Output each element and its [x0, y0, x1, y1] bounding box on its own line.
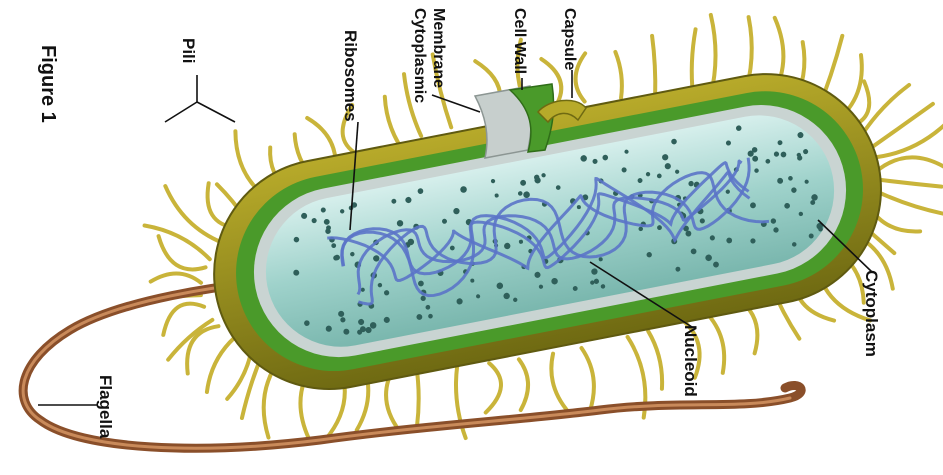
pilus [877, 191, 943, 215]
svg-text:Capsule: Capsule [561, 8, 578, 70]
pilus [879, 180, 941, 187]
pili-leader [165, 75, 235, 122]
pilus [519, 359, 528, 410]
figure-title: Figure 1 [37, 45, 59, 123]
svg-text:Flagella: Flagella [96, 375, 115, 439]
pilus [207, 338, 234, 392]
pilus [417, 368, 419, 426]
pilus [385, 97, 399, 144]
pilus [879, 157, 943, 169]
label-nucleoid: Nucleoid [681, 325, 700, 397]
svg-text:Cell Wall: Cell Wall [511, 8, 528, 74]
membrane-leader [432, 95, 480, 112]
svg-text:Cytoplasmic: Cytoplasmic [411, 8, 428, 103]
svg-text:Cytoplasm: Cytoplasm [862, 270, 881, 357]
pilus [652, 36, 655, 96]
pilus [486, 363, 501, 412]
label-flagella: Flagella [96, 375, 115, 439]
label-capsule: Capsule [561, 8, 578, 70]
svg-text:Figure 1: Figure 1 [37, 45, 59, 123]
pilus [159, 236, 206, 269]
label-cell-wall: Cell Wall [511, 8, 528, 74]
svg-text:Pili: Pili [179, 38, 198, 64]
pilus [648, 331, 662, 389]
pilus [582, 348, 594, 412]
pilus [151, 273, 201, 282]
svg-text:Membrane: Membrane [430, 8, 447, 88]
svg-text:Ribosomes: Ribosomes [341, 30, 360, 122]
label-ribosomes: Ribosomes [341, 30, 360, 122]
svg-text:Nucleoid: Nucleoid [681, 325, 700, 397]
pilus [168, 320, 212, 360]
pilus [615, 52, 621, 98]
pilus [706, 312, 724, 373]
label-pili: Pili [179, 38, 198, 64]
pilus [551, 354, 569, 413]
label-cytoplasm: Cytoplasm [862, 270, 881, 357]
